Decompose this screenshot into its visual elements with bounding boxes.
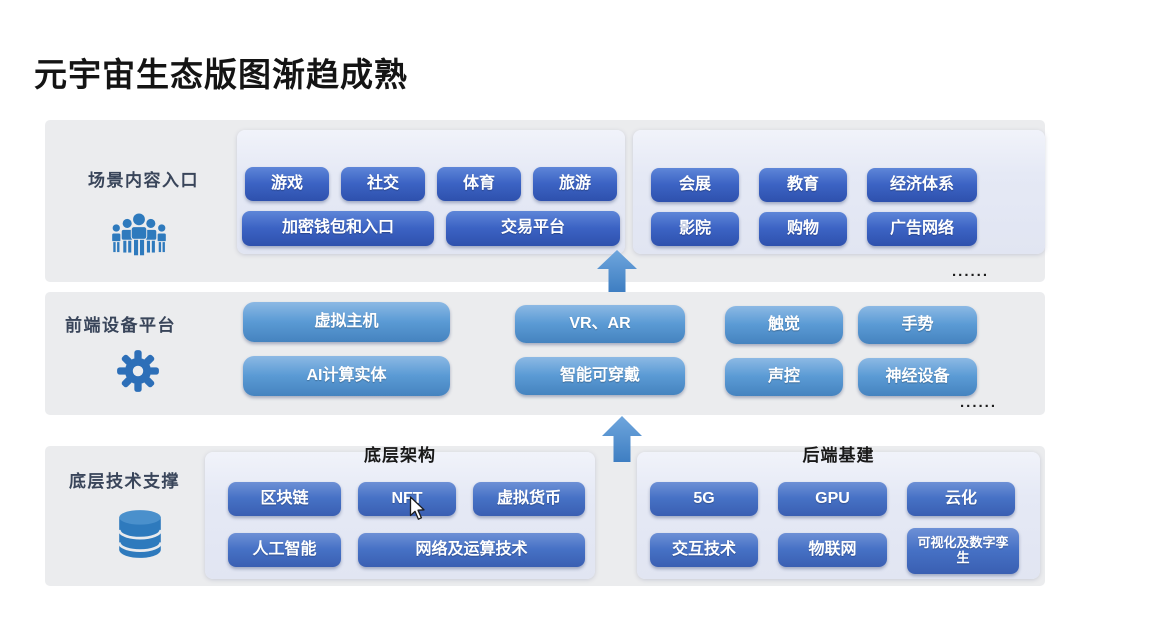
tech-layer-label: 底层技术支撑 — [69, 472, 180, 491]
scene-group-left-panel: 游戏 社交 体育 旅游 加密钱包和入口 交易平台 — [237, 130, 625, 254]
node-blockchain: 区块链 — [228, 482, 341, 516]
node-economic-system: 经济体系 — [867, 168, 977, 202]
node-games: 游戏 — [245, 167, 329, 201]
scene-group-right-panel: 会展 教育 经济体系 影院 购物 广告网络 — [633, 130, 1045, 254]
node-exhibition: 会展 — [651, 168, 739, 202]
node-haptics: 触觉 — [725, 306, 843, 344]
database-icon — [117, 508, 163, 565]
cursor-icon — [409, 496, 429, 527]
node-network-computing-tech: 网络及运算技术 — [358, 533, 585, 567]
node-virtual-currency: 虚拟货币 — [473, 482, 585, 516]
node-neural-device: 神经设备 — [858, 358, 977, 396]
node-vr-ar: VR、AR — [515, 305, 685, 343]
node-iot: 物联网 — [778, 533, 887, 567]
node-visualization-digital-twin: 可视化及数字孪生 — [907, 528, 1019, 574]
ellipsis-scene: ...... — [951, 263, 989, 280]
device-layer-label: 前端设备平台 — [65, 316, 176, 335]
node-crypto-wallet-entry: 加密钱包和入口 — [242, 211, 434, 246]
node-gpu: GPU — [778, 482, 887, 516]
node-cinema: 影院 — [651, 212, 739, 246]
tech-architecture-panel: 底层架构 区块链 NFT 虚拟货币 人工智能 网络及运算技术 — [205, 446, 595, 579]
node-gesture: 手势 — [858, 306, 977, 344]
node-trading-platform: 交易平台 — [446, 211, 620, 246]
node-education: 教育 — [759, 168, 847, 202]
node-sports: 体育 — [437, 167, 521, 201]
node-5g: 5G — [650, 482, 758, 516]
node-social: 社交 — [341, 167, 425, 201]
ellipsis-device: ...... — [959, 394, 997, 411]
node-voice-control: 声控 — [725, 358, 843, 396]
node-virtual-host: 虚拟主机 — [243, 302, 450, 342]
up-arrow-icon — [597, 250, 637, 297]
node-artificial-intelligence: 人工智能 — [228, 533, 341, 567]
tech-backend-infra-panel: 后端基建 5G GPU 云化 交互技术 物联网 可视化及数字孪生 — [637, 446, 1040, 579]
node-smart-wearable: 智能可穿戴 — [515, 357, 685, 395]
node-nft: NFT — [358, 482, 456, 516]
page-title: 元宇宙生态版图渐趋成熟 — [34, 56, 408, 93]
section-underlying-tech-support: 底层技术支撑 底层架构 区块链 NFT 虚拟货币 人工智能 网络及运算技术 后端… — [45, 446, 1045, 586]
scene-layer-label: 场景内容入口 — [88, 171, 199, 190]
node-interaction-tech: 交互技术 — [650, 533, 758, 567]
section-scene-content-entry: 场景内容入口 游戏 社交 体育 旅游 加密钱包和入口 — [45, 120, 1045, 282]
section-frontend-device-platform: 前端设备平台 虚拟主机 AI计算实体 — [45, 292, 1045, 415]
node-shopping: 购物 — [759, 212, 847, 246]
node-cloudification: 云化 — [907, 482, 1015, 516]
up-arrow-icon — [602, 416, 642, 467]
node-travel: 旅游 — [533, 167, 617, 201]
gear-icon — [117, 348, 159, 399]
node-ad-network: 广告网络 — [867, 212, 977, 246]
node-ai-computing-entity: AI计算实体 — [243, 356, 450, 396]
architecture-title: 底层架构 — [364, 446, 436, 465]
backend-infra-title: 后端基建 — [802, 446, 875, 465]
people-icon — [109, 212, 169, 269]
